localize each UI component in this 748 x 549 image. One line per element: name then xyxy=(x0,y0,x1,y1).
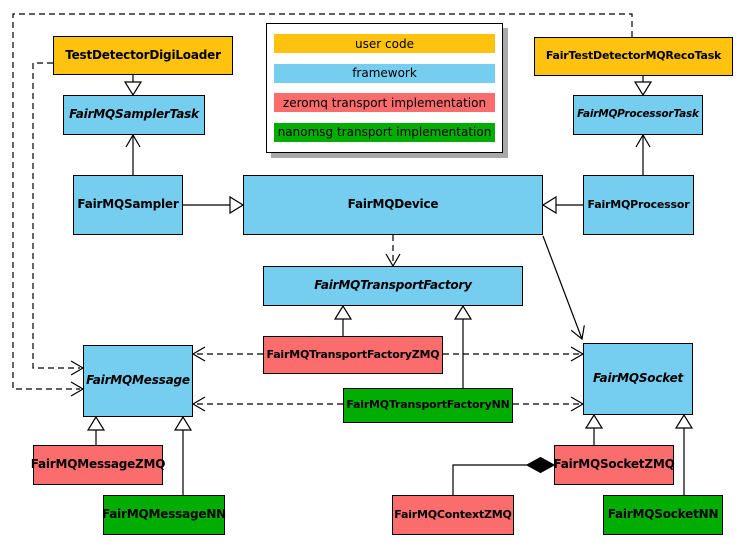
edge-socketnn-extends-socket xyxy=(674,413,694,495)
legend-label: zeromq transport implementation xyxy=(282,95,487,110)
legend-item-nanomsg: nanomsg transport implementation xyxy=(274,122,495,142)
node-fairtestdetectormqrecotask: FairTestDetectorMQRecoTask xyxy=(534,37,733,76)
edge-processor-extends-device xyxy=(541,195,583,215)
node-fairmqprocessortask: FairMQProcessorTask xyxy=(573,95,703,135)
edge-tfnn-depends-message xyxy=(191,396,343,412)
node-fairmqtransportfactoryzmq: FairMQTransportFactoryZMQ xyxy=(263,336,443,374)
node-fairmqmessagenn: FairMQMessageNN xyxy=(101,495,227,535)
node-fairmqmessagezmq: FairMQMessageZMQ xyxy=(30,445,166,485)
node-label: FairMQContextZMQ xyxy=(394,507,512,521)
edge-recotask-extends-processortask xyxy=(633,76,653,97)
node-label: TestDetectorDigiLoader xyxy=(65,47,221,62)
node-label: FairMQMessageZMQ xyxy=(30,457,166,472)
node-label: FairMQSocket xyxy=(592,371,684,386)
node-label: FairMQSamplerTask xyxy=(69,107,199,122)
node-label: FairMQTransportFactory xyxy=(314,278,472,293)
legend-label: user code xyxy=(355,36,414,51)
node-fairmqsocketzmq: FairMQSocketZMQ xyxy=(553,445,675,485)
node-fairmqdevice: FairMQDevice xyxy=(243,175,543,235)
edge-device-uses-socket xyxy=(542,235,585,341)
node-fairmqtransportfactorynn: FairMQTransportFactoryNN xyxy=(343,388,513,423)
edge-socketzmq-extends-socket xyxy=(584,413,604,445)
edge-msgzmq-extends-message xyxy=(86,415,106,445)
node-testdetectordigiloader: TestDetectorDigiLoader xyxy=(53,36,233,75)
node-fairmqcontextzmq: FairMQContextZMQ xyxy=(392,495,514,535)
node-fairmqmessage: FairMQMessage xyxy=(83,345,193,417)
legend-item-user-code: user code xyxy=(274,34,495,53)
node-fairmqsampler: FairMQSampler xyxy=(73,175,183,235)
node-label: FairMQSampler xyxy=(77,197,179,212)
edge-device-depends-transportfactory xyxy=(385,235,401,268)
node-fairmqtransportfactory: FairMQTransportFactory xyxy=(263,266,523,306)
node-label: FairMQSocketNN xyxy=(607,507,719,522)
node-label: FairMQMessageNN xyxy=(101,507,227,522)
node-fairmqsamplertask: FairMQSamplerTask xyxy=(63,95,205,135)
edge-sampler-uses-samplertask xyxy=(125,133,141,175)
edge-sampler-extends-device xyxy=(183,195,245,215)
node-label: FairMQProcessor xyxy=(587,197,690,211)
legend-item-zeromq: zeromq transport implementation xyxy=(274,93,495,113)
node-label: FairTestDetectorMQRecoTask xyxy=(545,49,722,63)
node-fairmqprocessor: FairMQProcessor xyxy=(583,175,694,235)
legend-label: framework xyxy=(352,66,417,81)
edge-tfzmq-depends-message xyxy=(191,346,263,362)
node-label: FairMQProcessorTask xyxy=(577,108,699,121)
node-fairmqsocketnn: FairMQSocketNN xyxy=(603,495,723,535)
edge-tfzmq-extends-transportfactory xyxy=(333,304,353,336)
edge-processor-uses-processortask xyxy=(635,133,651,175)
edge-tfzmq-depends-socket xyxy=(443,346,585,362)
legend: user code framework zeromq transport imp… xyxy=(266,23,503,153)
edge-tfnn-extends-transportfactory xyxy=(453,304,473,388)
edge-digiloader-extends-samplertask xyxy=(123,75,143,97)
node-label: FairMQTransportFactoryZMQ xyxy=(266,347,440,361)
edge-tfnn-depends-socket xyxy=(513,396,585,412)
edge-socketzmq-owns-contextzmq xyxy=(452,456,556,495)
node-label: FairMQTransportFactoryNN xyxy=(346,398,510,412)
node-label: FairMQDevice xyxy=(347,197,439,212)
legend-item-framework: framework xyxy=(274,63,495,83)
node-label: FairMQMessage xyxy=(86,373,190,388)
node-fairmqsocket: FairMQSocket xyxy=(583,343,693,415)
edge-msgnn-extends-message xyxy=(173,415,193,495)
node-label: FairMQSocketZMQ xyxy=(553,457,675,472)
legend-label: nanomsg transport implementation xyxy=(277,125,492,140)
